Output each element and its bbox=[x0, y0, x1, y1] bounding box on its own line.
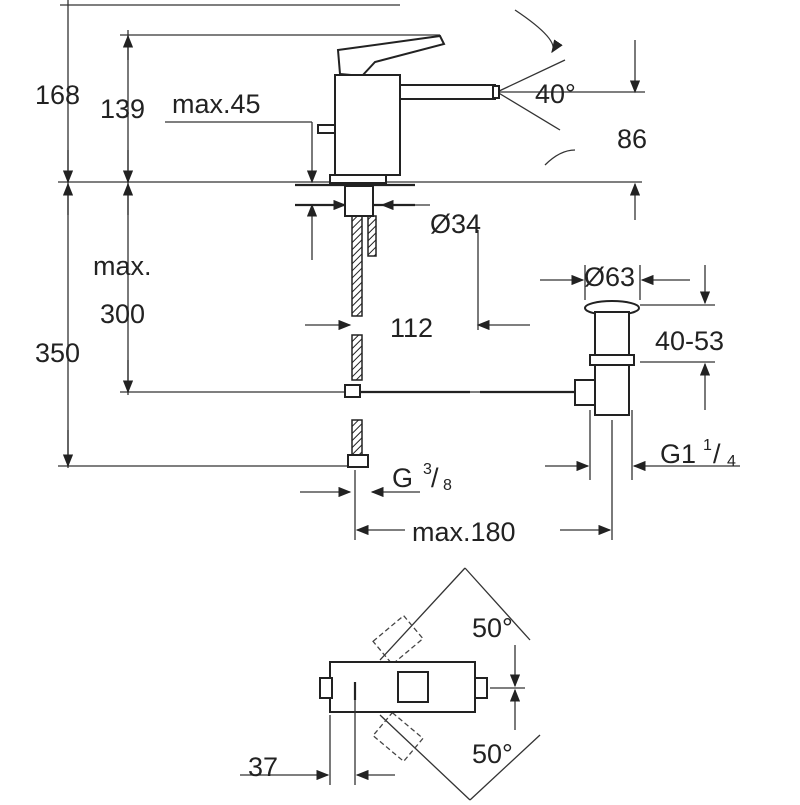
diameter-34-label: Ø34 bbox=[430, 209, 481, 239]
dim-139-label: 139 bbox=[100, 94, 145, 124]
dim-37-label: 37 bbox=[248, 752, 278, 782]
plan-view bbox=[240, 567, 541, 801]
dim-350-label: 350 bbox=[35, 338, 80, 368]
thread-g114-den: 4 bbox=[727, 453, 736, 470]
dim-86-label: 86 bbox=[617, 124, 647, 154]
thread-g114-label: G1 1 / 4 bbox=[660, 437, 736, 470]
angle-50-top-label: 50° bbox=[472, 613, 513, 643]
angle-40-label: 40° bbox=[535, 79, 576, 109]
thread-g114-main: G1 bbox=[660, 439, 696, 469]
max-label: max. bbox=[93, 251, 152, 281]
faucet-elevation bbox=[295, 34, 575, 468]
dim-max45-label: max.45 bbox=[172, 89, 261, 119]
dim-112-label: 112 bbox=[390, 313, 433, 343]
thread-g114-num: 1 bbox=[703, 437, 712, 454]
dim-300-label: 300 bbox=[100, 299, 145, 329]
dim-168-label: 168 bbox=[35, 80, 80, 110]
dim-40-53-label: 40-53 bbox=[655, 326, 724, 356]
diameter-63-label: Ø63 bbox=[584, 262, 635, 292]
angle-50-bottom-label: 50° bbox=[472, 739, 513, 769]
thread-g38-den: 8 bbox=[443, 477, 452, 494]
thread-g38-num: 3 bbox=[423, 461, 432, 478]
dim-max180-label: max.180 bbox=[412, 517, 516, 547]
fraction-slash: / bbox=[713, 439, 721, 469]
thread-g38-main: G bbox=[392, 463, 413, 493]
fraction-slash: / bbox=[431, 463, 439, 493]
thread-g38-label: G 3 / 8 bbox=[392, 461, 452, 494]
pop-up-waste bbox=[574, 300, 640, 416]
